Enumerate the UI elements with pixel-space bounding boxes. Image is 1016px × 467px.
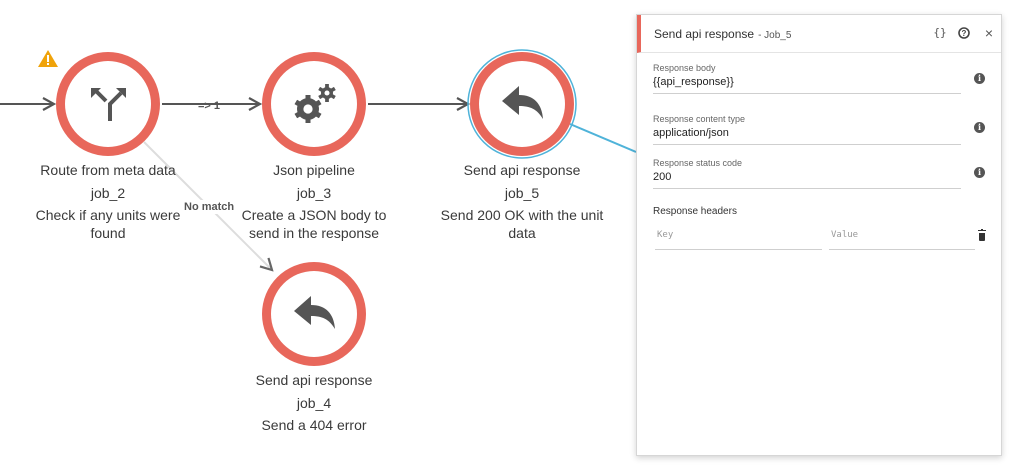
response-status-code-input[interactable]: 200 bbox=[653, 169, 961, 189]
edge-label-route-send4: No match bbox=[181, 200, 238, 214]
node-job-id: job_2 bbox=[90, 185, 126, 201]
reply-arrow-icon bbox=[294, 296, 335, 329]
panel-header: Send api response- Job_5 {} ? × bbox=[637, 15, 1001, 53]
node-title: Send api response bbox=[255, 372, 373, 388]
response-status-code-field[interactable]: Response status code 200 bbox=[653, 158, 963, 189]
help-button[interactable]: ? bbox=[955, 24, 973, 42]
split-arrows-icon bbox=[91, 88, 126, 121]
node-description: Send a 404 error bbox=[261, 417, 367, 433]
selection-ring bbox=[467, 49, 577, 159]
node-description: Check if any units were found bbox=[35, 207, 181, 241]
response-body-info-icon[interactable]: i bbox=[974, 73, 985, 84]
response-body-label: Response body bbox=[653, 63, 716, 73]
node-title: Send api response bbox=[463, 162, 581, 178]
properties-panel: Send api response- Job_5 {} ? × Response… bbox=[636, 14, 1002, 456]
warning-icon[interactable] bbox=[38, 50, 58, 67]
header-value-input[interactable]: Value bbox=[829, 226, 975, 250]
node-title: Json pipeline bbox=[273, 162, 355, 178]
svg-text:?: ? bbox=[962, 29, 967, 38]
node-job_3[interactable] bbox=[262, 52, 366, 156]
json-view-button[interactable]: {} bbox=[933, 26, 947, 39]
close-button[interactable]: × bbox=[984, 25, 994, 41]
node-job-id: job_3 bbox=[296, 185, 332, 201]
response-headers-title: Response headers bbox=[653, 206, 737, 217]
panel-title: Send api response- Job_5 bbox=[654, 27, 792, 41]
response-content-type-label: Response content type bbox=[653, 114, 746, 124]
node-title: Route from meta data bbox=[40, 162, 176, 178]
response-status-code-label: Response status code bbox=[653, 158, 743, 168]
response-body-field[interactable]: Response body {{api_response}} bbox=[653, 63, 963, 94]
header-key-input[interactable]: Key bbox=[655, 226, 822, 250]
status-code-info-icon[interactable]: i bbox=[974, 167, 985, 178]
edge-label-route-json: => 1 bbox=[198, 100, 221, 112]
node-description: Send 200 OK with the unit data bbox=[440, 207, 604, 241]
selection-link bbox=[569, 123, 637, 153]
node-job-id: job_5 bbox=[504, 185, 540, 201]
node-job_5[interactable] bbox=[467, 49, 577, 159]
node-job-id: job_4 bbox=[296, 395, 332, 411]
response-content-type-field[interactable]: Response content type application/json bbox=[653, 114, 963, 145]
response-content-type-input[interactable]: application/json bbox=[653, 125, 961, 145]
content-type-info-icon[interactable]: i bbox=[974, 122, 985, 133]
node-description: Create a JSON body to send in the respon… bbox=[241, 207, 387, 241]
reply-arrow-icon bbox=[502, 86, 543, 119]
node-job_4[interactable] bbox=[262, 262, 366, 366]
node-job_2[interactable] bbox=[56, 52, 160, 156]
help-icon: ? bbox=[958, 27, 970, 39]
delete-header-icon[interactable] bbox=[978, 229, 986, 241]
response-body-input[interactable]: {{api_response}} bbox=[653, 74, 961, 94]
panel-subtitle: - Job_5 bbox=[758, 30, 792, 41]
gears-icon bbox=[294, 84, 336, 123]
